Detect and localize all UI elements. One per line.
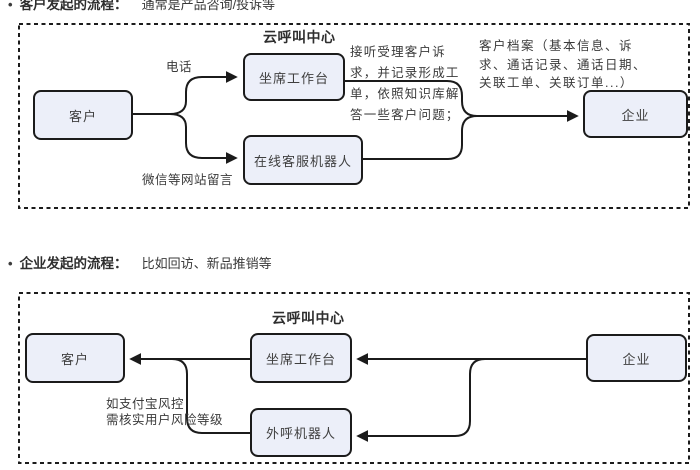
node-agent-workbench-1: 坐席工作台 — [243, 53, 345, 101]
node-agent-workbench-2: 坐席工作台 — [250, 333, 352, 383]
edge-label-phone: 电话 — [166, 60, 193, 74]
node-enterprise-2: 企业 — [586, 334, 687, 382]
edge-customer-to-agent-phone — [133, 71, 238, 115]
annotation-customer-profile: 客户档案（基本信息、诉 求、通话记录、通话日期、 关联工单、关联订单...） — [479, 39, 648, 90]
node-customer-2: 客户 — [25, 333, 125, 383]
section1-subtitle: 通常是产品咨询/投诉等 — [141, 0, 276, 12]
node-outbound-bot: 外呼机器人 — [250, 408, 352, 457]
section1-title: 客户发起的流程： — [19, 0, 128, 12]
annotation-risk-check: 如支付宝风控 需核实用户风险等级 — [106, 397, 224, 427]
section2-header: • 企业发起的流程： 比如回访、新品推销等 — [8, 252, 272, 272]
node-online-service-bot: 在线客服机器人 — [243, 135, 363, 185]
annotation-agent-duties: 接听受理客户诉 求，并记录形成工 单，依照知识库解 答一些客户问题； — [350, 45, 460, 122]
section2-title: 企业发起的流程： — [19, 256, 128, 271]
edge-onlinebot-merge-to-enterprise — [363, 115, 478, 160]
edge-label-web-message: 微信等网站留言 — [142, 173, 234, 187]
edge-customer-to-onlinebot — [133, 113, 238, 164]
edge-outboundbot-merge-to-customer — [171, 358, 250, 434]
section1-bullet: • — [8, 0, 13, 12]
section2-bullet: • — [8, 256, 13, 271]
section2-container-title: 云呼叫中心 — [272, 310, 345, 326]
node-customer-1: 客户 — [33, 90, 133, 140]
section1-header: • 客户发起的流程： 通常是产品咨询/投诉等 — [8, 0, 275, 13]
cloud-call-center-frame-top — [18, 23, 690, 209]
section1-container-title: 云呼叫中心 — [263, 29, 336, 45]
section2-subtitle: 比如回访、新品推销等 — [141, 256, 272, 271]
edge-enterprise-to-outboundbot — [356, 358, 586, 442]
node-enterprise-1: 企业 — [583, 90, 688, 138]
edge-agent-to-enterprise — [345, 80, 579, 122]
